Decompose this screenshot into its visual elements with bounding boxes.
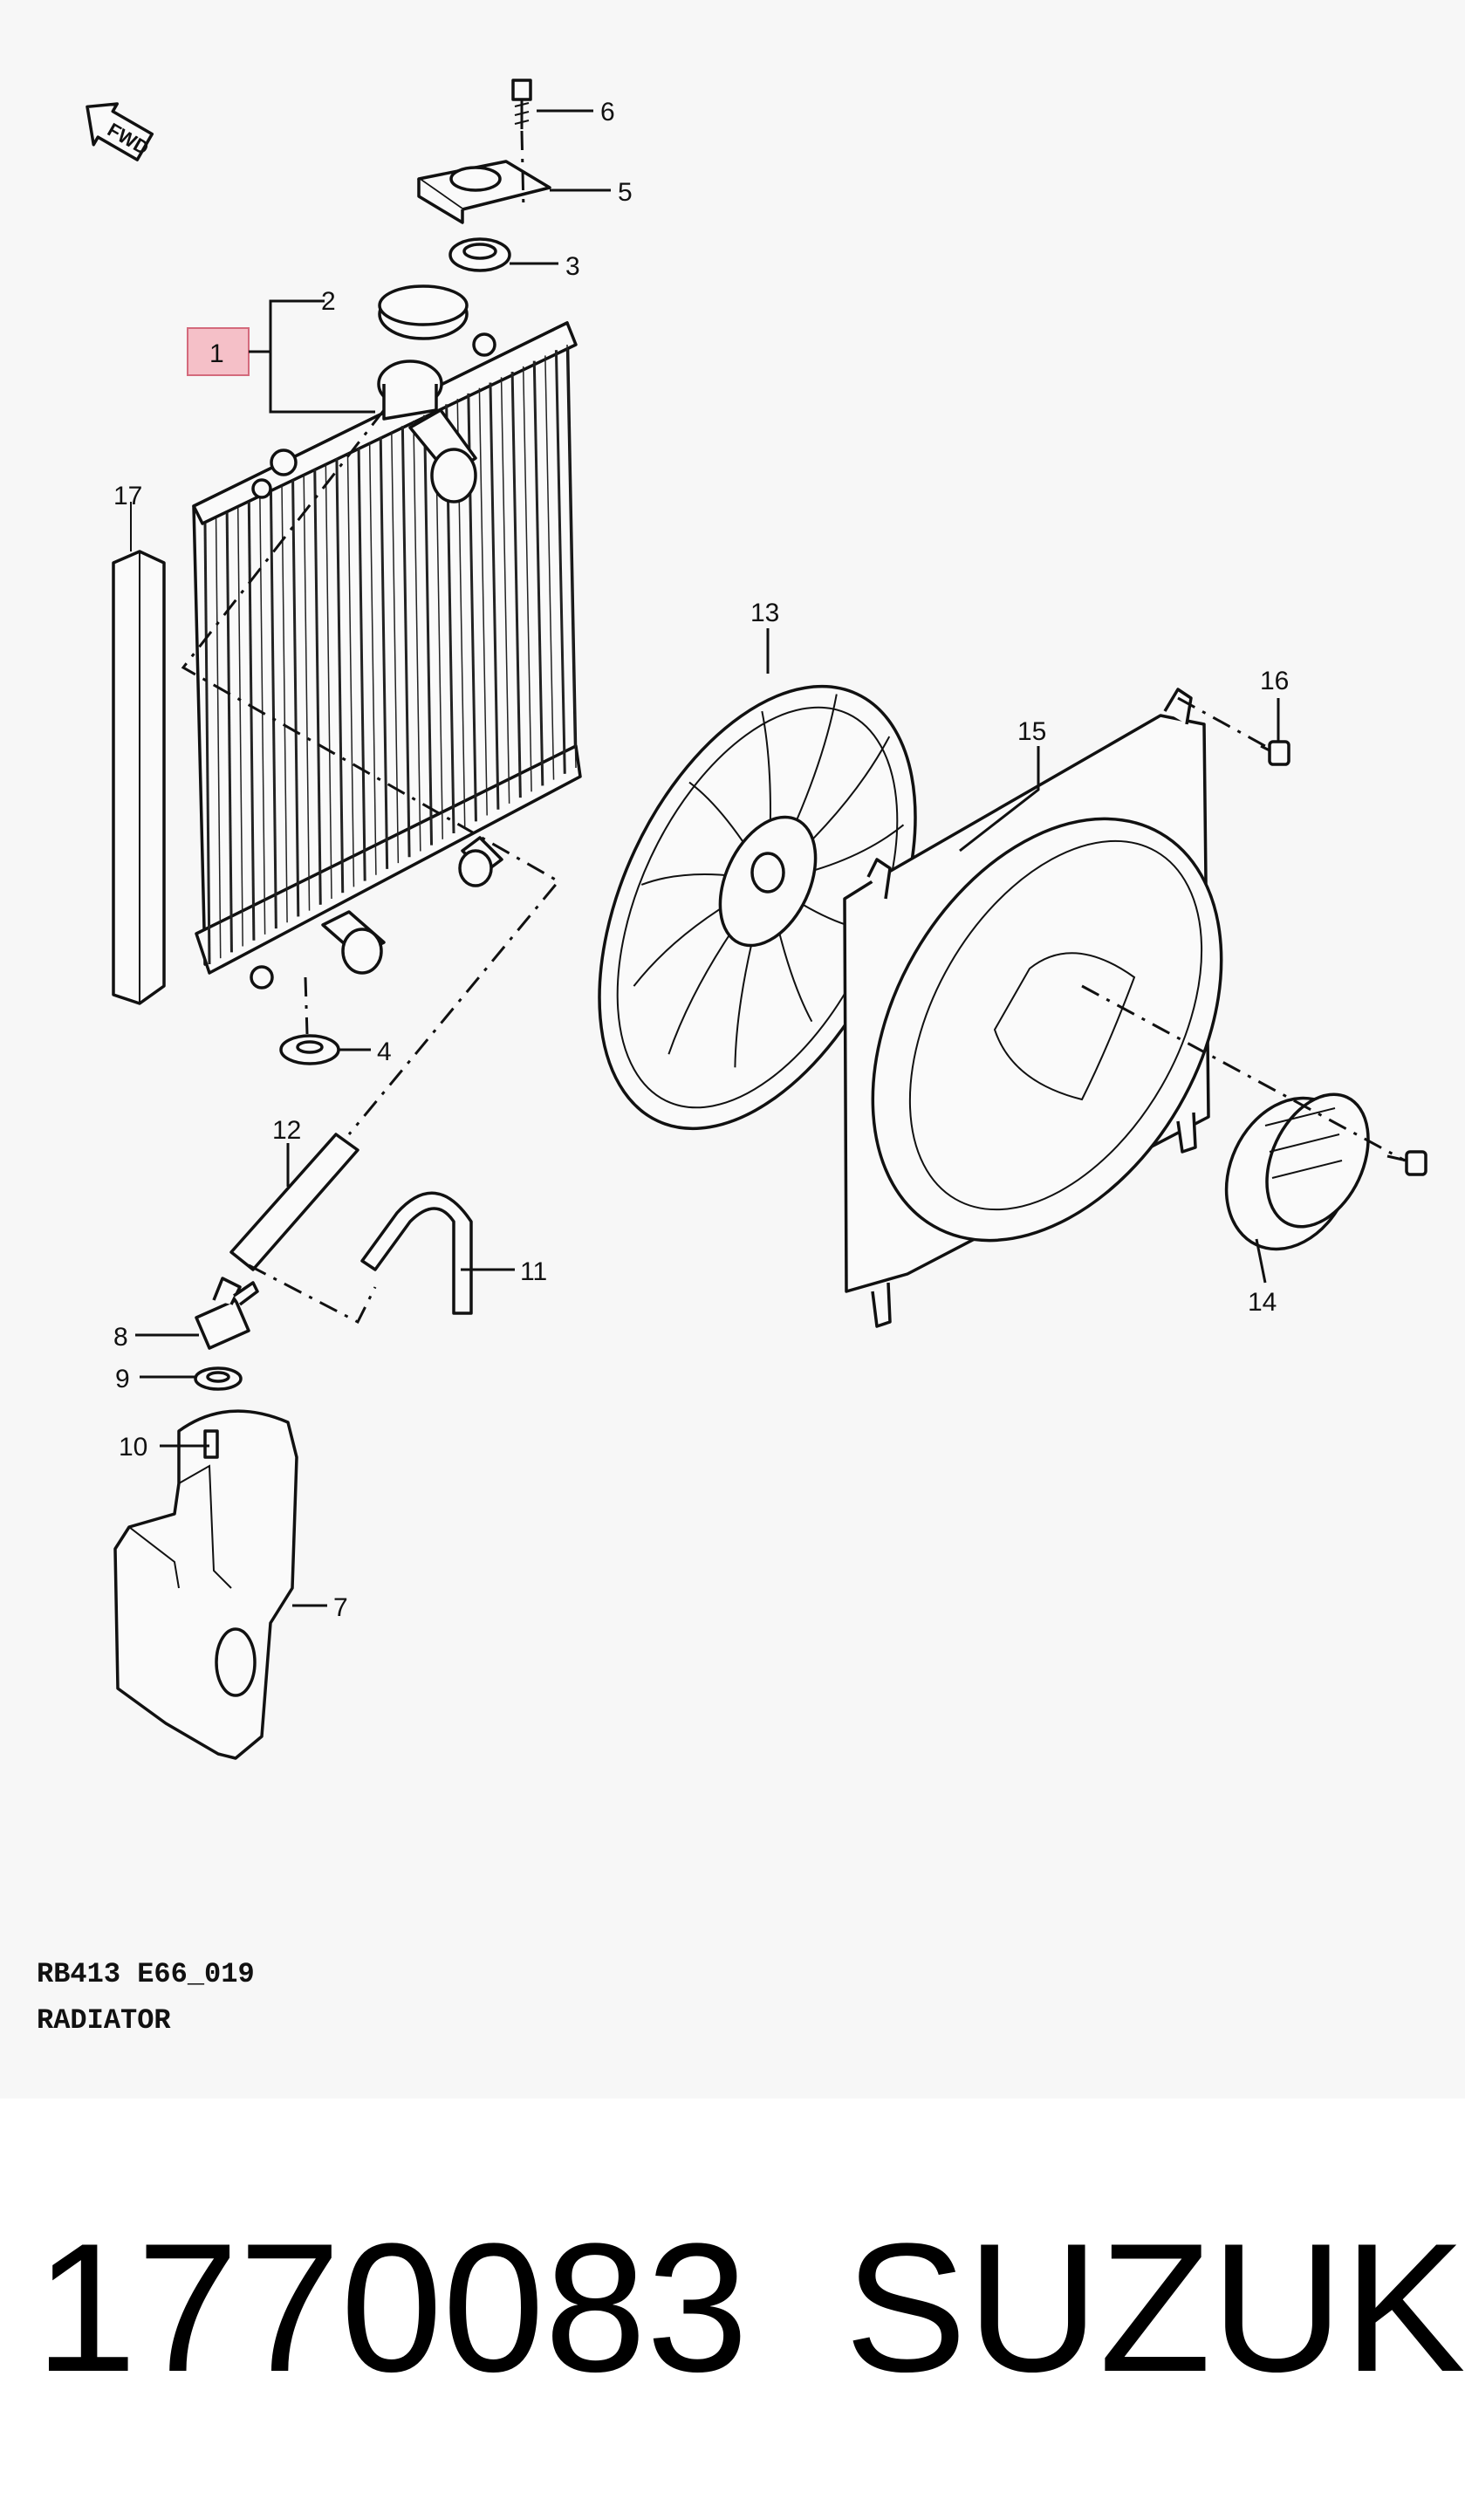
highlight-box [187,327,250,376]
seal-icon [448,237,511,272]
side-seal-strip-icon [112,502,166,1005]
callout-7: 7 [333,1593,348,1622]
radiator-fin [522,366,532,792]
radiator-fin [269,490,277,929]
radiator-fin [510,372,522,798]
radiator-fin [532,360,544,786]
radiator-fin [335,458,345,894]
radiator-fin [215,517,222,959]
radiator-fin [413,420,421,852]
radiator-fins [203,344,577,965]
callout-14: 14 [1248,1288,1277,1317]
radiator-fin [566,344,577,769]
callout-9: 9 [115,1365,130,1394]
callout-10: 10 [119,1433,147,1462]
radiator-fin [423,414,434,846]
radiator-fin [346,453,355,887]
callout-11: 11 [520,1257,547,1286]
radiator-fin [281,485,288,923]
assembly-lines [181,130,1406,1325]
radiator-fin [391,431,400,864]
radiator-fin [313,469,322,905]
bracket-icon [417,160,551,224]
callout-5: 5 [618,178,633,207]
callout-16: 16 [1260,667,1289,695]
radiator-fin [489,382,500,810]
part-number: 1770083 [35,2205,749,2410]
callout-labels: 1 2 3 4 5 6 7 8 9 10 11 12 13 14 15 16 1… [113,98,1289,1622]
radiator-fin [544,355,555,780]
radiator-fin [379,436,389,869]
exploded-parts-diagram: FWD [86,79,1427,1760]
diagram-panel: FWD [37,79,1427,2037]
callout-12: 12 [272,1116,301,1145]
part-footer [0,2099,1465,2520]
radiator-icon [192,321,582,990]
screw-icon [1260,740,1427,1176]
diagram-code: RB413 E66_019 [37,1958,255,1990]
radiator-fin [368,442,377,875]
callout-3: 3 [565,252,580,281]
radiator-fin [236,507,243,947]
radiator-fin [303,475,311,911]
callout-17: 17 [113,482,142,510]
radiator-fin [247,502,256,941]
grommet-icon [279,1034,340,1065]
callout-6: 6 [600,98,615,127]
radiator-fin [291,480,300,917]
diagram-title: RADIATOR [37,2004,171,2037]
tank-seal-icon [194,1366,243,1391]
straight-hose-icon [229,1133,359,1271]
callout-2: 2 [321,287,336,316]
fan-blade-icon [598,684,917,1131]
radiator-fin [357,448,366,881]
radiator-fin [400,426,411,858]
callout-15: 15 [1017,717,1046,746]
radiator-fin [203,523,211,965]
overflow-hose-icon [360,1191,473,1315]
brand-name: SUZUKI [845,2205,1465,2410]
fan-shroud-icon [843,688,1223,1328]
radiator-fin [225,512,233,953]
radiator-fin [500,377,510,804]
tank-cap-icon [195,1277,259,1350]
callout-8: 8 [113,1323,128,1352]
reservoir-tank-icon [113,1409,298,1760]
fan-motor-icon [1224,1092,1370,1251]
radiator-fin [478,387,488,816]
cap-icon [378,284,469,340]
fwd-arrow-icon: FWD [86,102,154,161]
callout-1: 1 [209,339,224,368]
radiator-fin [554,350,566,774]
bolt-icon [511,79,532,129]
callout-13: 13 [750,599,779,627]
callout-4: 4 [377,1037,392,1066]
radiator-fin [325,463,332,900]
